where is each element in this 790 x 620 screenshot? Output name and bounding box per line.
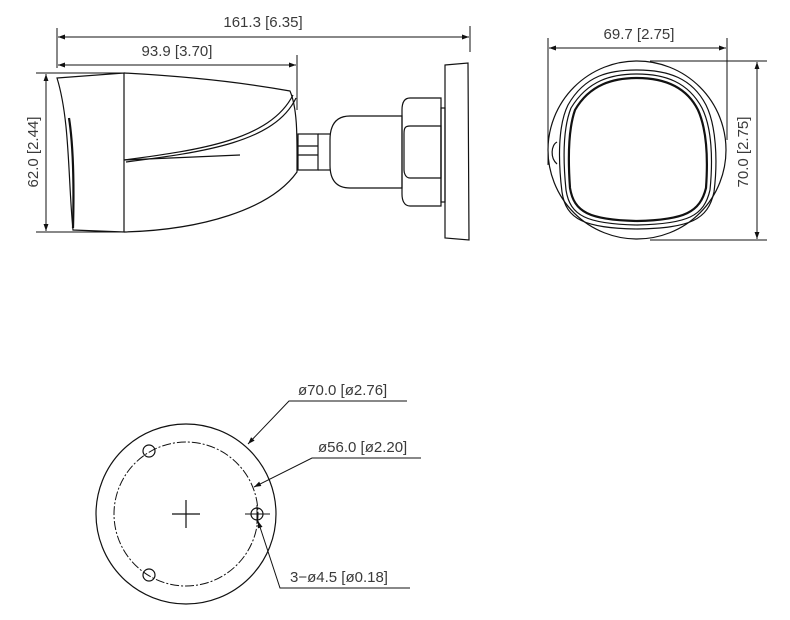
bolt-circle-label: ø56.0 [ø2.20] bbox=[318, 439, 407, 456]
outer-diameter-label: ø70.0 [ø2.76] bbox=[298, 382, 387, 399]
camera-body-side bbox=[56, 72, 298, 233]
mounting-hole bbox=[142, 568, 156, 582]
mounting-holes-label: 3−ø4.5 [ø0.18] bbox=[290, 569, 388, 586]
hole-leader bbox=[257, 520, 410, 589]
outer-diameter-leader bbox=[247, 400, 407, 445]
front-width-label: 69.7 [2.75] bbox=[604, 26, 675, 43]
mounting-hole bbox=[142, 444, 156, 458]
base-view bbox=[95, 400, 421, 605]
bolt-circle-leader bbox=[253, 457, 421, 488]
wall-plate-side bbox=[444, 62, 470, 241]
body-length-label: 93.9 [3.70] bbox=[142, 43, 213, 60]
front-view bbox=[547, 38, 767, 241]
base-outer-circle bbox=[95, 423, 277, 605]
height-label: 62.0 [2.44] bbox=[25, 117, 42, 188]
front-height-label: 70.0 [2.75] bbox=[735, 117, 752, 188]
overall-length-label: 161.3 [6.35] bbox=[223, 14, 302, 31]
mount-neck bbox=[297, 97, 446, 207]
side-view bbox=[36, 26, 471, 241]
